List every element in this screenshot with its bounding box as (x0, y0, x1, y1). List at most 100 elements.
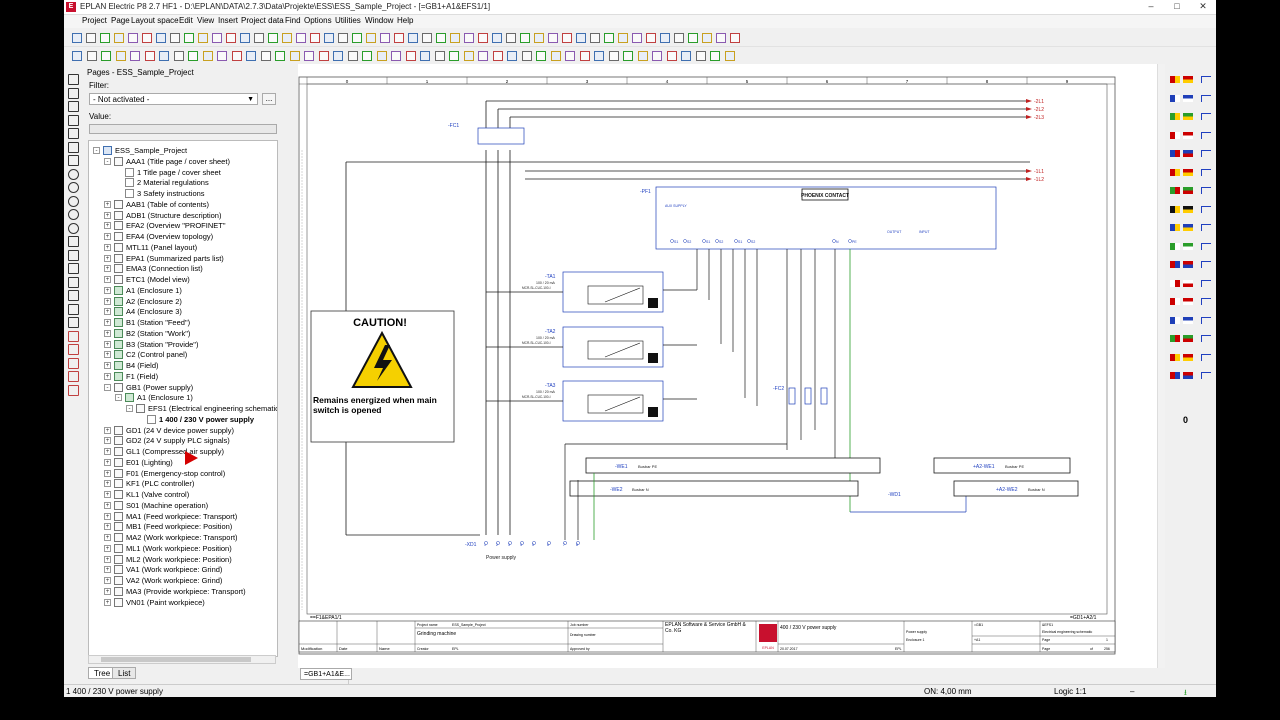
language-flag-icon[interactable] (1170, 131, 1180, 139)
toolbar-tool-icon[interactable] (304, 51, 314, 61)
expand-icon[interactable]: + (104, 512, 111, 520)
toolbar-tool-icon[interactable] (637, 51, 648, 61)
expand-icon[interactable]: + (104, 523, 111, 531)
connection-tool-icon[interactable] (1201, 168, 1211, 176)
toolbar-tool-icon[interactable] (434, 51, 445, 61)
toolbar-tool-icon[interactable] (324, 33, 334, 43)
drawing-tool-icon[interactable] (68, 182, 79, 193)
toolbar-tool-icon[interactable] (246, 51, 256, 61)
toolbar-tool-icon[interactable] (310, 33, 320, 43)
maximize-button[interactable]: □ (1174, 1, 1180, 11)
expand-icon[interactable]: + (104, 491, 111, 498)
drawing-tool-icon[interactable] (68, 168, 79, 180)
toolbar-tool-icon[interactable] (548, 33, 558, 43)
toolbar-tool-icon[interactable] (282, 33, 292, 43)
drawing-tool-icon[interactable] (68, 74, 79, 85)
toolbar-tool-icon[interactable] (318, 51, 329, 61)
menu-project[interactable]: Project (82, 16, 107, 25)
toolbar-tool-icon[interactable] (352, 33, 362, 43)
toolbar-tool-icon[interactable] (492, 33, 502, 43)
toolbar-tool-icon[interactable] (100, 33, 110, 43)
toolbar-tool-icon[interactable] (362, 51, 372, 61)
drawing-tool-icon[interactable] (68, 276, 79, 288)
toolbar-tool-icon[interactable] (260, 51, 271, 61)
toolbar-tool-icon[interactable] (101, 51, 111, 61)
language-flag-icon[interactable] (1183, 168, 1193, 176)
toolbar-tool-icon[interactable] (296, 33, 306, 43)
drawing-tool-icon[interactable] (68, 249, 79, 261)
toolbar-tool-icon[interactable] (536, 51, 546, 61)
close-button[interactable]: ✕ (1199, 1, 1207, 11)
drawing-tool-icon[interactable] (68, 87, 79, 99)
expand-icon[interactable]: + (104, 200, 111, 208)
expand-icon[interactable]: + (104, 340, 111, 348)
expand-icon[interactable]: + (104, 555, 111, 563)
toolbar-tool-icon[interactable] (604, 33, 614, 43)
language-flag-icon[interactable] (1183, 94, 1193, 102)
toolbar-tool-icon[interactable] (436, 33, 446, 43)
connection-tool-icon[interactable] (1201, 353, 1211, 361)
menu-insert[interactable]: Insert (218, 16, 239, 25)
toolbar-tool-icon[interactable] (478, 51, 488, 61)
toolbar-tool-icon[interactable] (422, 33, 432, 43)
toolbar-tool-icon[interactable] (550, 51, 561, 61)
toolbar-tool-icon[interactable] (231, 51, 242, 61)
language-flag-icon[interactable] (1170, 76, 1180, 83)
toolbar-tool-icon[interactable] (632, 33, 642, 43)
connection-tool-icon[interactable] (1201, 94, 1211, 102)
connection-tool-icon[interactable] (1201, 298, 1211, 305)
toolbar-tool-icon[interactable] (240, 33, 250, 43)
toolbar-tool-icon[interactable] (408, 33, 418, 43)
toolbar-tool-icon[interactable] (478, 33, 488, 43)
toolbar-tool-icon[interactable] (674, 33, 684, 43)
toolbar-tool-icon[interactable] (226, 33, 236, 43)
toolbar-tool-icon[interactable] (142, 33, 152, 43)
toolbar-tool-icon[interactable] (730, 33, 740, 43)
expand-icon[interactable]: + (104, 243, 111, 251)
language-flag-icon[interactable] (1170, 205, 1180, 213)
toolbar-tool-icon[interactable] (420, 51, 430, 61)
expand-icon[interactable]: + (104, 534, 111, 541)
toolbar-tool-icon[interactable] (347, 51, 358, 61)
toolbar-tool-icon[interactable] (666, 51, 677, 61)
minimize-button[interactable]: – (1148, 1, 1154, 11)
drawing-tool-icon[interactable] (68, 357, 79, 369)
toolbar-tool-icon[interactable] (594, 51, 604, 61)
collapse-icon[interactable]: - (93, 147, 100, 154)
drawing-tool-icon[interactable] (68, 303, 79, 315)
language-flag-icon[interactable] (1170, 224, 1180, 231)
menu-project-data[interactable]: Project data (241, 16, 284, 25)
toolbar-tool-icon[interactable] (565, 51, 575, 61)
drawing-tool-icon[interactable] (68, 236, 79, 247)
connection-tool-icon[interactable] (1201, 131, 1211, 139)
menu-view[interactable]: View (197, 16, 215, 25)
connection-tool-icon[interactable] (1201, 187, 1211, 194)
tree-horizontal-scrollbar[interactable] (88, 655, 276, 664)
expand-icon[interactable]: + (104, 458, 111, 466)
toolbar-tool-icon[interactable] (333, 51, 343, 61)
expand-icon[interactable]: + (104, 265, 111, 273)
connection-tool-icon[interactable] (1201, 372, 1211, 379)
language-flag-icon[interactable] (1183, 76, 1193, 83)
sheet-tab[interactable]: =GB1+A1&E... (300, 668, 352, 680)
toolbar-tool-icon[interactable] (449, 51, 459, 61)
toolbar-tool-icon[interactable] (130, 51, 140, 61)
filter-edit-button[interactable]: ... (262, 93, 276, 105)
collapse-icon[interactable]: - (115, 394, 122, 402)
toolbar-tool-icon[interactable] (506, 33, 516, 43)
connection-tool-icon[interactable] (1201, 76, 1211, 83)
expand-icon[interactable]: + (104, 544, 111, 552)
language-flag-icon[interactable] (1170, 372, 1180, 379)
drawing-tool-icon[interactable] (68, 209, 79, 220)
drawing-tool-icon[interactable] (68, 290, 79, 301)
language-flag-icon[interactable] (1170, 150, 1180, 157)
drawing-tool-icon[interactable] (68, 371, 79, 382)
tab-list[interactable]: List (112, 667, 137, 679)
toolbar-tool-icon[interactable] (72, 51, 82, 61)
expand-icon[interactable]: + (104, 286, 111, 294)
drawing-tool-icon[interactable] (68, 141, 79, 153)
expand-icon[interactable]: + (104, 426, 111, 434)
language-flag-icon[interactable] (1183, 205, 1193, 213)
toolbar-tool-icon[interactable] (198, 33, 208, 43)
expand-icon[interactable]: + (104, 577, 111, 584)
